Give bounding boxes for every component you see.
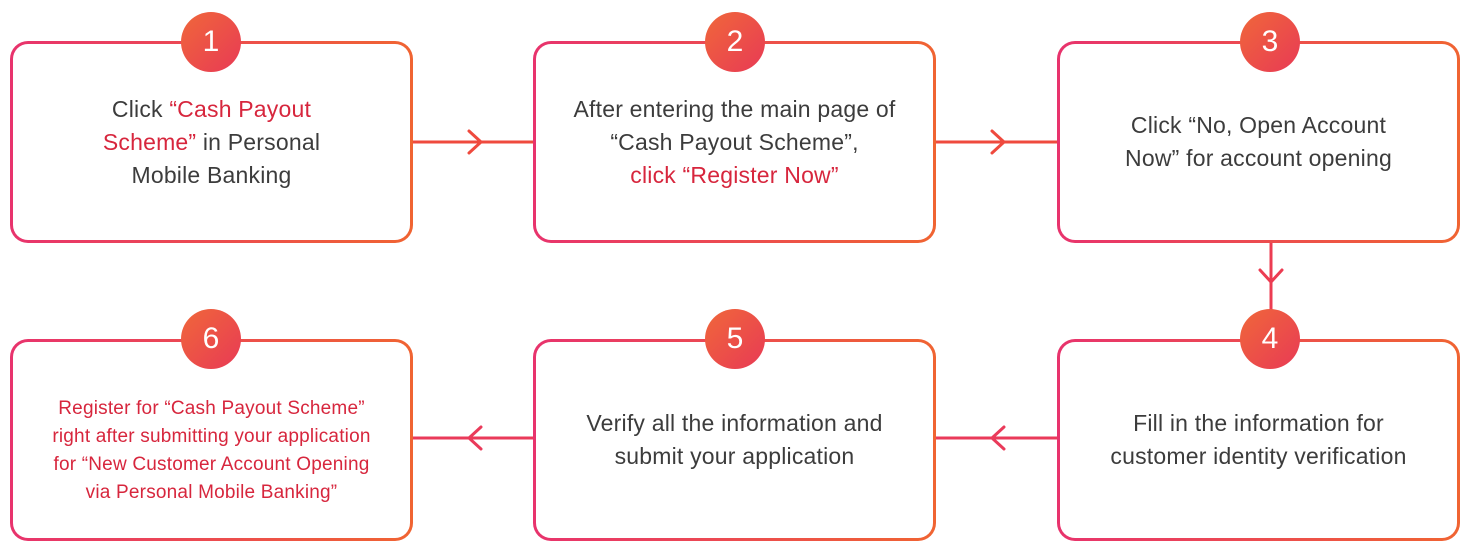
arrow-left-4-to-5 [935,425,1058,451]
step-3-text: Click “No, Open Account Now” for account… [1084,109,1434,175]
step-6-text: Register for “Cash Payout Scheme” right … [27,373,397,507]
step-1-text: Click “Cash Payout Scheme” in Personal M… [62,93,362,192]
step-4-number-badge: 4 [1240,309,1300,369]
step-1-text-plain: Click [111,95,170,122]
step-5-number-badge: 5 [705,309,765,369]
step-3-text-plain: Click “No, Open Account Now” for account… [1125,112,1392,171]
step-2-box: After entering the main page of “Cash Pa… [533,41,936,243]
arrow-left-5-to-6 [412,425,534,451]
step-2-number-badge: 2 [705,12,765,72]
step-5-text: Verify all the information and submit yo… [545,407,925,473]
arrow-right-1-to-2 [412,129,534,155]
arrow-right-2-to-3 [935,129,1058,155]
step-5-box: Verify all the information and submit yo… [533,339,936,541]
step-1-text-plain-2: in Personal Mobile Banking [131,128,321,188]
step-1-number-badge: 1 [181,12,241,72]
step-2-text-plain: After entering the main page of “Cash Pa… [573,95,896,155]
step-4-text: Fill in the information for customer ide… [1064,407,1454,473]
step-4-text-plain: Fill in the information for customer ide… [1110,410,1407,469]
step-3-number-badge: 3 [1240,12,1300,72]
step-6-box: Register for “Cash Payout Scheme” right … [10,339,413,541]
step-2-text: After entering the main page of “Cash Pa… [545,93,925,192]
step-1-text-highlight: “Cash Payout Scheme” [102,95,312,155]
step-6-text-highlight: Register for “Cash Payout Scheme” right … [52,398,371,503]
step-3-box: Click “No, Open Account Now” for account… [1057,41,1460,243]
step-4-box: Fill in the information for customer ide… [1057,339,1460,541]
step-1-box: Click “Cash Payout Scheme” in Personal M… [10,41,413,243]
step-2-text-highlight: click “Register Now” [630,161,839,188]
step-5-text-plain: Verify all the information and submit yo… [586,410,883,469]
arrow-down-3-to-4 [1258,242,1284,310]
step-6-number-badge: 6 [181,309,241,369]
